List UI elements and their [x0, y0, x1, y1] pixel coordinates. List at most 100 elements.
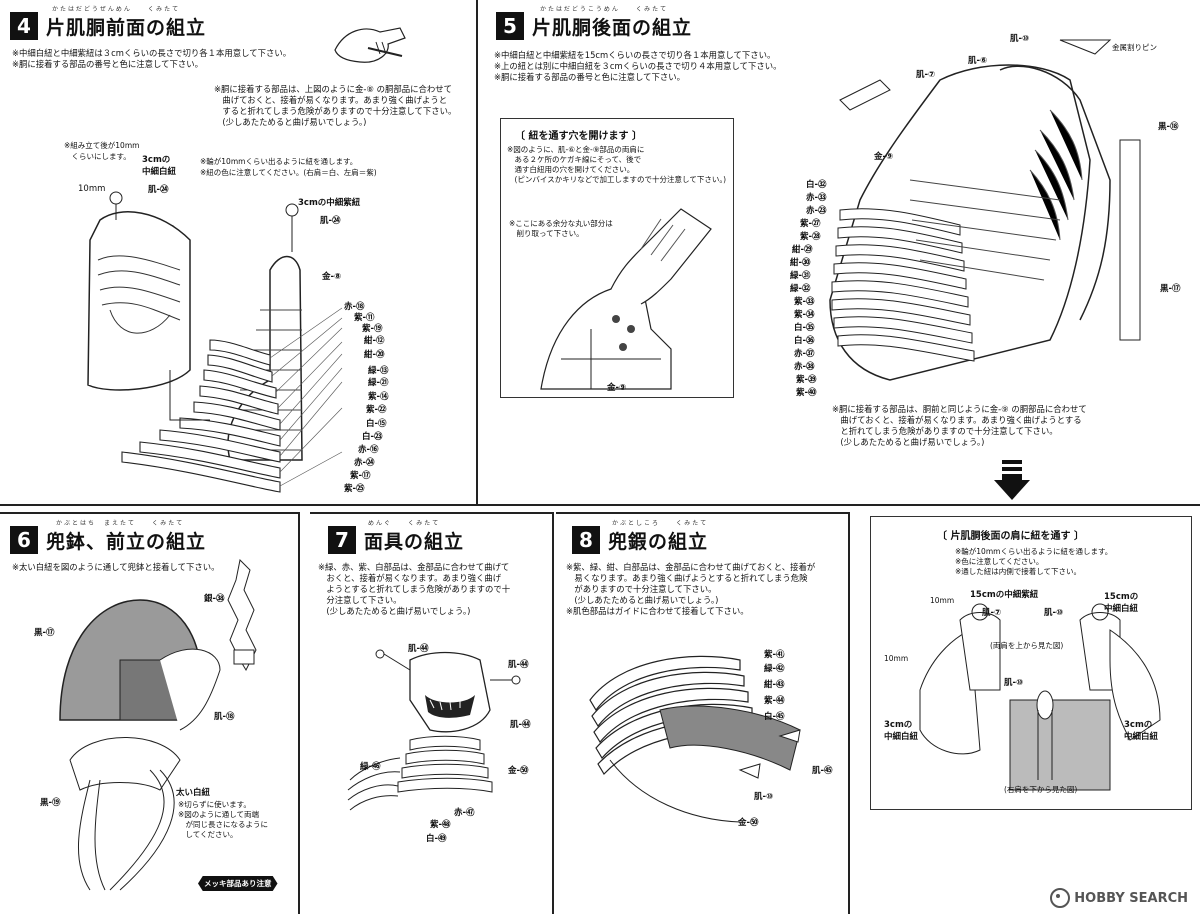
- step6-label-kuro77: 黒-⑰: [34, 628, 55, 638]
- step5-callout-kin9: 金-⑨: [607, 383, 627, 393]
- plate-label: 白-⑮: [366, 419, 387, 429]
- step7-label-ha84a: 肌-㊹: [408, 644, 429, 654]
- step5b-shiro3b: 3cmの 中細白紐: [1124, 720, 1159, 742]
- plate-label: 紫-㊵: [796, 388, 817, 398]
- step5b-view-top: (両肩を上から見た図): [990, 641, 1064, 650]
- step7-label-kin80: 金-㊿: [508, 766, 529, 776]
- step6-label-gin83: 銀-㊳: [204, 594, 225, 604]
- plate-label: 紫-㉘: [800, 232, 821, 242]
- step5b-title: 〔 片肌胴後面の肩に紐を通す 〕: [937, 531, 1084, 542]
- panel-step6: [0, 512, 300, 914]
- step4-note-loop: ※輪が10mmくらい出るように紐を通します。 ※紐の色に注意してください。(右肩…: [200, 157, 377, 177]
- plate-label: 赤-⑯: [358, 445, 379, 455]
- step4-dim: 10mm: [78, 184, 106, 194]
- helmet-drawing: [59, 558, 257, 891]
- step6-title: 兜鉢、前立の組立: [46, 530, 207, 553]
- step7-title: 面具の組立: [364, 530, 465, 553]
- step4-note-10mm: ※組み立て後が10mm くらいにします。: [64, 141, 140, 161]
- plate-label: 赤-㊲: [794, 349, 815, 359]
- plate-label: 白-㊱: [794, 336, 815, 346]
- hand-drill-drawing: [540, 208, 712, 390]
- step5-label-ha10: 肌-⑩: [1010, 34, 1030, 44]
- plate-label: 紫-⑭: [368, 392, 389, 402]
- face-mask-drawing: [347, 649, 521, 811]
- panel-step8: [556, 512, 850, 914]
- step8-label-ha90: 肌-⑩: [754, 792, 774, 802]
- step5b-notes: ※輪が10mmくらい出るように紐を通します。 ※色に注意してください。 ※通した…: [955, 547, 1113, 576]
- step7-label-midori86: 緑-㊻: [360, 762, 381, 772]
- plate-label: 緑-㉛: [790, 271, 811, 281]
- step8-label-m84: 紫-㊹: [764, 696, 785, 706]
- step5-label-kin9: 金-⑨: [874, 152, 894, 162]
- step5-callout-note2: ※ここにある余分な丸い部分は 削り取って下さい。: [509, 219, 613, 238]
- divider: [0, 512, 300, 514]
- step7-label-murasaki88: 紫-㊽: [430, 820, 451, 830]
- step4-ruby: かたはだどうぜんめん くみたて: [52, 6, 181, 13]
- step5-number: 5: [496, 12, 524, 40]
- step4-label-ha24b: 肌-㉔: [320, 216, 341, 226]
- step4-label-ha24a: 肌-㉔: [148, 185, 169, 195]
- step5-notes-top: ※中細白紐と中細紫紐を15cmくらいの長さで切り各１本用意して下さい。 ※上の紐…: [494, 50, 782, 82]
- logo-text: HOBBY SEARCH: [1074, 890, 1188, 906]
- step8-title: 兜鍜の組立: [608, 530, 709, 553]
- step5b-ha10b: 肌-⑩: [1004, 678, 1024, 688]
- plate-label: 白-㉜: [806, 180, 827, 190]
- plate-label: 紫-㉒: [366, 405, 387, 415]
- step4-number: 4: [10, 12, 38, 40]
- plate-label: 紫-⑪: [354, 313, 375, 323]
- shoulder-strings-drawing: [919, 603, 1161, 791]
- plate-label: 緑-⑬: [368, 366, 389, 376]
- step4-label-murasaki3cm: 3cmの中細紫紐: [298, 198, 361, 208]
- step5b-murasaki15: 15cmの中細紫紐: [970, 590, 1039, 600]
- step5-ruby: かたはだどうこうめん くみたて: [540, 6, 669, 13]
- step5-notes-bottom: ※胴に接着する部品は、胴前と同じように金-⑨ の胴部品に合わせて 曲げておくと、…: [832, 404, 1087, 447]
- plate-label: 白-㉟: [794, 323, 815, 333]
- step7-ruby: めんぐ くみたて: [368, 520, 441, 527]
- step7-label-shiro89: 白-㊾: [426, 834, 447, 844]
- plate-label: 紫-⑰: [350, 471, 371, 481]
- step8-label-ha91: 肌-㊺: [812, 766, 833, 776]
- step4-title: 片肌胴前面の組立: [46, 16, 207, 39]
- plate-label: 紫-㊴: [796, 375, 817, 385]
- step6-note-cut: ※切らずに使います。 ※図のように通して両端 が同じ長さになるように してくださ…: [178, 800, 268, 839]
- plate-label: 赤-㊳: [794, 362, 815, 372]
- plate-label: 赤-㉓: [806, 206, 827, 216]
- step8-notes: ※紫、緑、紺、白部品は、金部品に合わせて曲げておくと、接着が 易くなります。あま…: [566, 562, 816, 616]
- plate-label: 紺-⑳: [364, 350, 385, 360]
- step7-header: 7 面具の組立: [328, 526, 464, 554]
- step8-number: 8: [572, 526, 600, 554]
- chrome-parts-warning: メッキ部品あり注意: [198, 876, 278, 891]
- step5-label-ha7: 肌-⑦: [916, 70, 936, 80]
- plate-label: 紺-㉚: [790, 258, 811, 268]
- step4-front-armor-drawing: [87, 191, 343, 493]
- step5-callout: 〔 紐を通す穴を開けます 〕 ※図のように、肌-⑥と金-⑨部品の両肩に ある２ケ…: [500, 118, 734, 398]
- step4-header: 4 片肌胴前面の組立: [10, 12, 206, 40]
- step4-label-kin8: 金-⑧: [322, 272, 342, 282]
- step6-label-ha78: 肌-⑱: [214, 712, 235, 722]
- plate-label: 赤-⑱: [344, 302, 365, 312]
- plate-label: 紺-㉙: [792, 245, 813, 255]
- plate-label: 紫-㉝: [794, 297, 815, 307]
- step7-label-ha84b: 肌-㊹: [508, 660, 529, 670]
- step6-notes: ※太い白紐を図のように通して兜鉢と接着して下さい。: [12, 562, 220, 572]
- hand-tying-icon: [334, 27, 406, 63]
- step6-ruby: かぶとはち まえたて くみたて: [56, 520, 185, 527]
- plate-label: 緑-㉑: [368, 378, 389, 388]
- step5-header: 5 片肌胴後面の組立: [496, 12, 692, 40]
- step7-notes: ※緑、赤、紫、白部品は、金部品に合わせて曲げて おくと、接着が易くなります。あま…: [318, 562, 511, 616]
- step5-callout-title: 〔 紐を通す穴を開けます 〕: [515, 131, 642, 142]
- step5b-dim1: 10mm: [930, 596, 955, 605]
- panel-step4: [0, 0, 478, 506]
- step8-label-m81: 紫-㊶: [764, 650, 785, 660]
- step8-label-g82: 緑-㊷: [764, 664, 785, 674]
- step5b-shiro15: 15cmの 中細白紐: [1104, 592, 1139, 614]
- logo-icon: [1050, 888, 1071, 908]
- step6-number: 6: [10, 526, 38, 554]
- step6-label-futoi: 太い白紐: [176, 788, 211, 798]
- step5b-view-bottom: (右肩を下から見た図): [1004, 785, 1078, 794]
- step8-label-w85: 白-㊺: [764, 712, 785, 722]
- panel-step7: [310, 512, 554, 914]
- plate-label: 紫-⑲: [362, 324, 383, 334]
- plate-label: 緑-㉜: [790, 284, 811, 294]
- step7-label-aka87: 赤-㊼: [454, 808, 475, 818]
